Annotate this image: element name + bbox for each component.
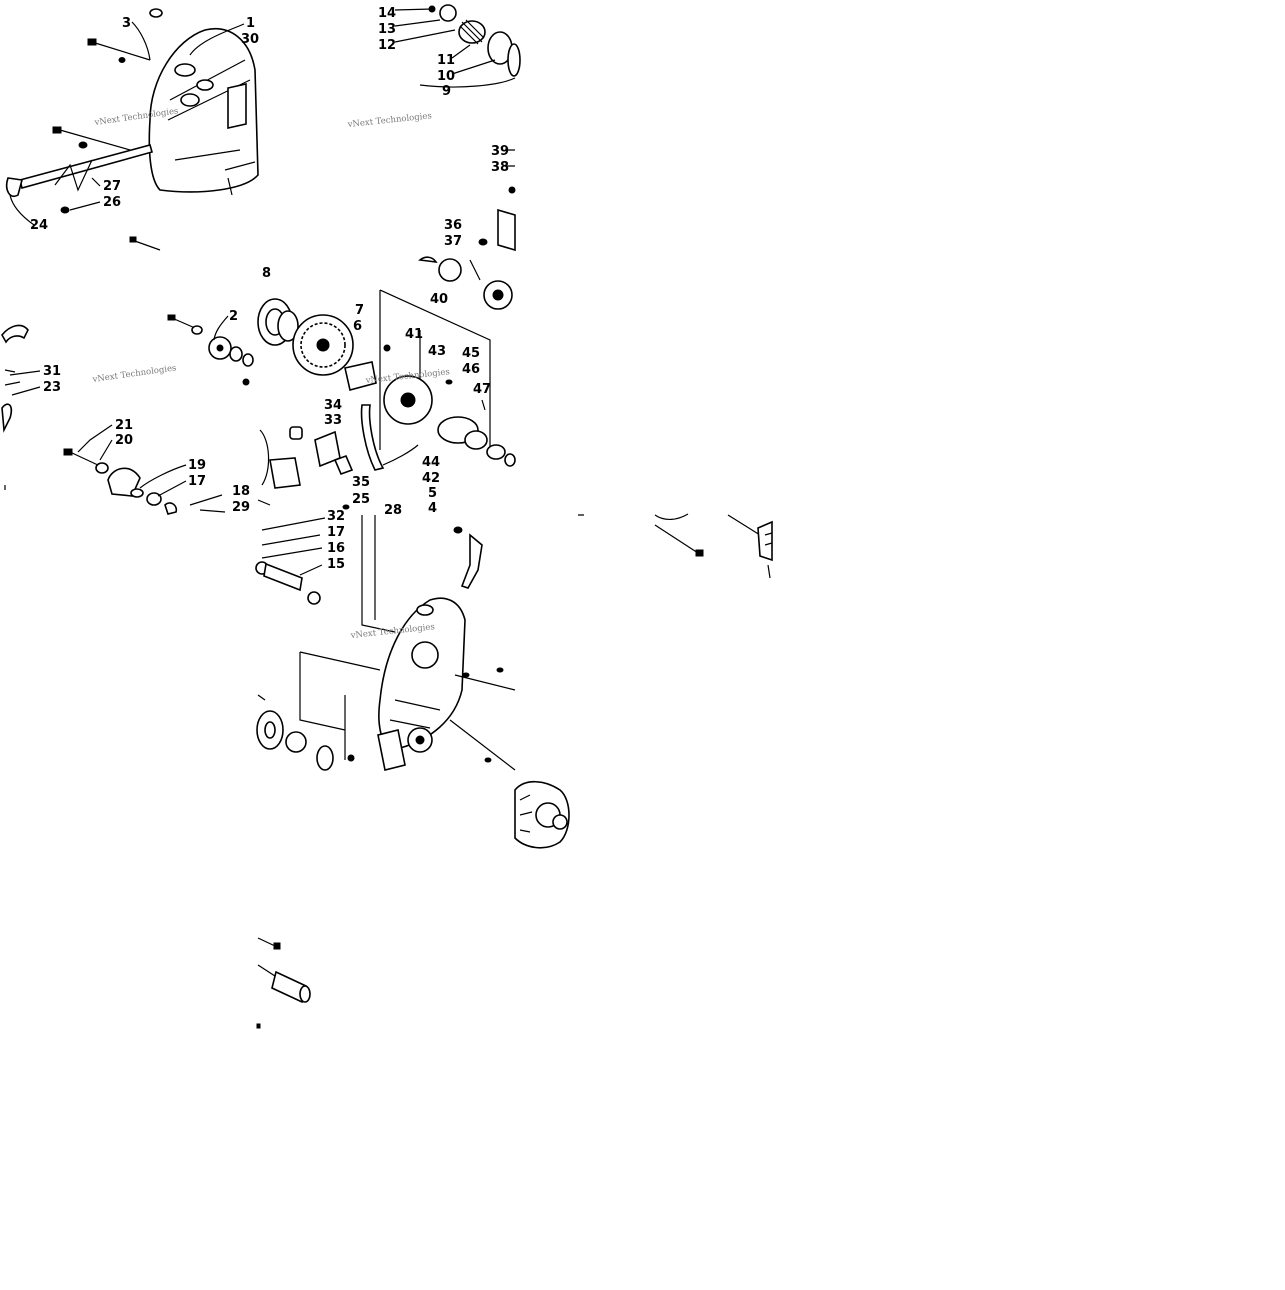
- gasket-plate: [227, 83, 247, 129]
- callout-label: 12: [378, 38, 396, 53]
- callout-label: 31: [43, 364, 61, 379]
- callout-label: 24: [30, 218, 48, 233]
- callout-label: 40: [430, 292, 448, 307]
- callout-group-d: 32 17 16 15: [327, 509, 345, 572]
- callout-label: 19: [188, 458, 206, 473]
- callout-label: 20: [115, 433, 133, 448]
- callout-label: 34: [324, 398, 342, 413]
- callout-label: 42: [422, 471, 440, 486]
- tile-gears-chain: vNext Technologies vNext Technologies 14…: [257, 4, 521, 518]
- tile-brake-assembly: vNext Technologies 2 31 23 21 20 19 17 1…: [1, 309, 254, 515]
- callout-label: 32: [327, 509, 345, 524]
- bushing: [289, 426, 303, 440]
- callout-label: 35: [352, 475, 370, 490]
- callout-label: 43: [428, 344, 446, 359]
- watermark: vNext Technologies: [91, 363, 177, 385]
- callout-label: 11: [437, 53, 455, 68]
- callout-label: 6: [353, 319, 362, 334]
- callout-label: 28: [384, 503, 402, 518]
- callout-label: 10: [437, 69, 455, 84]
- callout-label: 14: [378, 6, 396, 21]
- callout-label: 27: [103, 179, 121, 194]
- callout-label: 33: [324, 413, 342, 428]
- callout-label: 47: [473, 382, 491, 397]
- callout-label: 18: [232, 484, 250, 499]
- callout-label: 1: [246, 16, 255, 31]
- tile-chaincase-housing: vNext Technologies 32 17 16 15: [255, 509, 516, 771]
- callout-label: 30: [241, 32, 259, 47]
- drive-chain: [360, 404, 385, 471]
- callout-label: 4: [428, 501, 437, 516]
- shaft-pin: [263, 562, 303, 592]
- callout-group-c: 2 31 23 21 20 19 17 18 29: [43, 309, 250, 515]
- tensioner-bracket: [460, 533, 483, 589]
- callout-label: 38: [491, 160, 509, 175]
- callout-label: 41: [405, 327, 423, 342]
- bolt-icon: [52, 126, 62, 134]
- callout-label: 15: [327, 557, 345, 572]
- bolt-icon: [87, 38, 97, 46]
- tile-axle-bolt: [578, 513, 773, 579]
- callout-label: 3: [122, 16, 131, 31]
- callout-group-b: 14 13 12 11 10 9 39 38 36 37 8 7 6 40 41…: [262, 6, 509, 518]
- callout-label: 25: [352, 492, 370, 507]
- callout-label: 16: [327, 541, 345, 556]
- callout-label: 7: [355, 303, 364, 318]
- callout-label: 26: [103, 195, 121, 210]
- tile-chaincase-cover: vNext Technologies 3 1 30 27 26 24: [5, 8, 259, 251]
- chaincase-housing: [378, 597, 466, 749]
- callout-label: 36: [444, 218, 462, 233]
- callout-label: 46: [462, 362, 480, 377]
- brake-lever-shaft: [19, 144, 153, 189]
- callout-label: 5: [428, 486, 437, 501]
- callout-label: 8: [262, 266, 271, 281]
- callout-label: 44: [422, 455, 440, 470]
- callout-label: 17: [188, 474, 206, 489]
- callout-label: 39: [491, 144, 509, 159]
- callout-label: 9: [442, 84, 451, 99]
- tile-jackshaft: [256, 937, 311, 1029]
- callout-label: 17: [327, 525, 345, 540]
- sprocket-small: [438, 258, 462, 282]
- callout-label: 23: [43, 380, 61, 395]
- hub: [344, 361, 377, 391]
- callout-label: 29: [232, 500, 250, 515]
- callout-label: 13: [378, 22, 396, 37]
- callout-group-a: 3 1 30 27 26 24: [30, 16, 259, 233]
- callout-label: 2: [229, 309, 238, 324]
- jackshaft: [271, 970, 307, 1004]
- callout-label: 21: [115, 418, 133, 433]
- callout-label: 45: [462, 346, 480, 361]
- tile-driven-sprocket: [514, 780, 570, 849]
- brake-pad: [1, 324, 29, 344]
- callout-label: 37: [444, 234, 462, 249]
- watermark: vNext Technologies: [346, 111, 432, 130]
- bolt-top: [149, 8, 163, 18]
